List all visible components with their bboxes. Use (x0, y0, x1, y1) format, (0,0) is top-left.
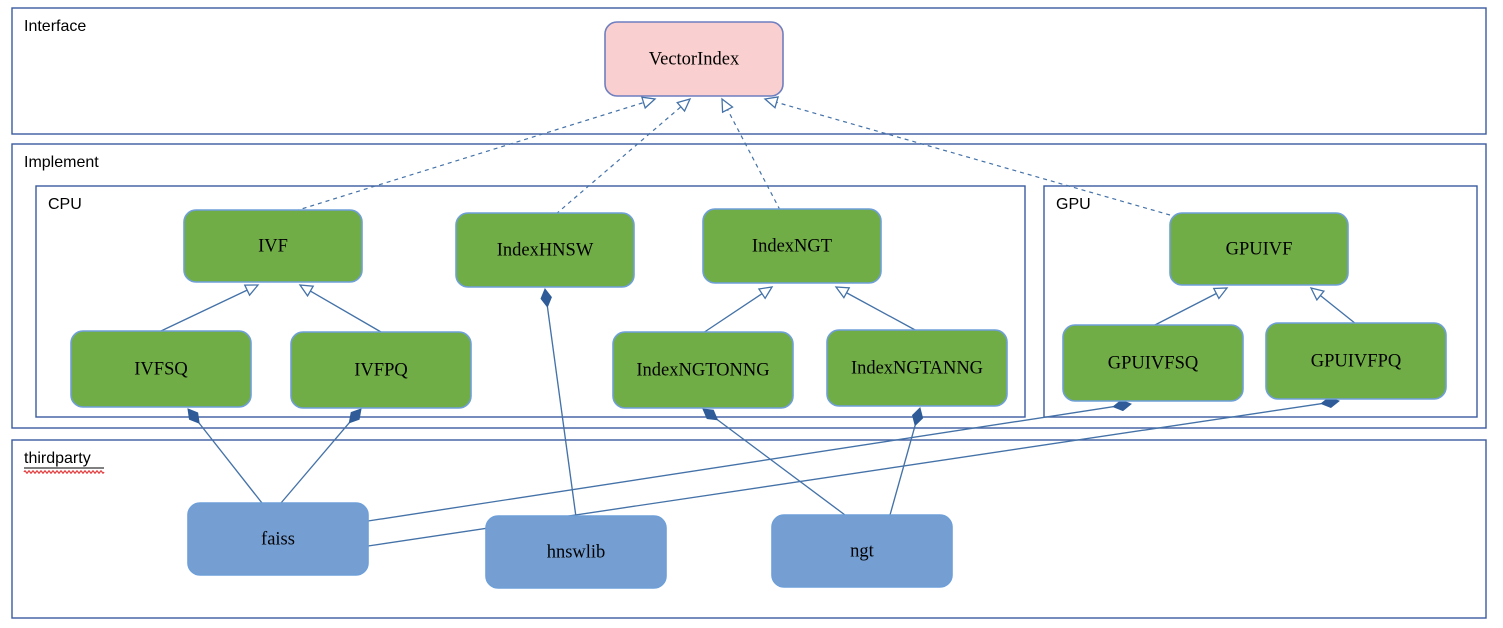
node-label-vectorindex: VectorIndex (649, 49, 740, 69)
edge-indexngtanng-indexngt (834, 286, 918, 332)
edge-line-ngt-indexngtanng (889, 425, 916, 516)
edge-line-gpuivfsq-gpuivf (1152, 292, 1217, 327)
node-label-ivf: IVF (258, 236, 288, 256)
node-label-gpuivfpq: GPUIVFPQ (1311, 351, 1402, 371)
edge-gpuivf-vectorindex (763, 96, 1171, 216)
thirdparty-spellcheck-underline (23, 470, 105, 474)
node-ivfsq[interactable]: IVFSQ (70, 330, 252, 408)
node-box-ivfpq[interactable] (290, 331, 472, 409)
edge-line-indexngtonng-indexngt (702, 293, 763, 334)
frame-label-thirdparty: thirdparty (24, 450, 91, 467)
edge-ivfpq-ivf (298, 284, 382, 333)
node-box-indexngtonng[interactable] (612, 331, 794, 409)
node-indexngt[interactable]: IndexNGT (702, 208, 882, 284)
node-box-ivfsq[interactable] (70, 330, 252, 408)
node-indexngtonng[interactable]: IndexNGTONNG (612, 331, 794, 409)
node-label-ivfsq: IVFSQ (134, 359, 188, 379)
frame-label-gpu: GPU (1056, 196, 1091, 213)
arrowhead-hollow-triangle-ivfpq-ivf (298, 284, 315, 298)
edge-indexhnsw-vectorindex (555, 97, 692, 215)
arrowhead-hollow-triangle-ivf-vectorindex (640, 96, 657, 110)
node-label-indexngtonng: IndexNGTONNG (636, 360, 769, 380)
node-indexngtanng[interactable]: IndexNGTANNG (826, 329, 1008, 407)
arrowhead-filled-diamond-ngt-indexngtanng (912, 407, 924, 427)
arrowhead-hollow-triangle-ivfsq-ivf (243, 284, 260, 297)
node-gpuivfpq[interactable]: GPUIVFPQ (1265, 322, 1447, 400)
edge-line-ivfsq-ivf (160, 289, 248, 332)
edge-line-indexhnsw-vectorindex (555, 106, 682, 215)
edge-line-ngt-indexngtonng (717, 419, 846, 516)
edge-faiss-ivfpq (280, 408, 362, 504)
node-box-faiss[interactable] (187, 502, 369, 576)
edge-line-ivfpq-ivf (310, 290, 382, 333)
node-box-gpuivfsq[interactable] (1062, 324, 1244, 402)
node-gpuivfsq[interactable]: GPUIVFSQ (1062, 324, 1244, 402)
node-label-indexngtanng: IndexNGTANNG (851, 358, 983, 378)
node-hnswlib[interactable]: hnswlib (485, 515, 667, 589)
node-label-ngt: ngt (850, 541, 875, 561)
node-gpuivf[interactable]: GPUIVF (1169, 212, 1349, 286)
node-faiss[interactable]: faiss (187, 502, 369, 576)
edge-ivf-vectorindex (294, 96, 657, 212)
arrowhead-hollow-triangle-indexhnsw-vectorindex (676, 97, 692, 113)
frame-label-cpu: CPU (48, 196, 82, 213)
node-box-indexngtanng[interactable] (826, 329, 1008, 407)
node-box-gpuivfpq[interactable] (1265, 322, 1447, 400)
edge-faiss-ivfsq (187, 408, 263, 504)
edge-line-hnswlib-indexhnsw (546, 306, 577, 518)
node-label-hnswlib: hnswlib (547, 542, 606, 562)
arrowhead-filled-diamond-faiss-ivfpq (348, 408, 362, 424)
frame-label-implement: Implement (24, 154, 99, 171)
arrowhead-hollow-triangle-indexngtonng-indexngt (757, 286, 774, 300)
arrowhead-hollow-triangle-gpuivf-vectorindex (763, 96, 779, 109)
edge-line-gpuivfpq-gpuivf (1319, 294, 1357, 325)
arrowhead-filled-diamond-faiss-ivfsq (187, 408, 200, 424)
arrowhead-filled-diamond-hnswlib-indexhnsw (540, 288, 552, 308)
node-ngt[interactable]: ngt (771, 514, 953, 588)
frame-label-interface: Interface (24, 18, 86, 35)
node-vectorindex[interactable]: VectorIndex (604, 21, 784, 97)
edge-line-faiss-gpuivfsq (367, 406, 1114, 522)
node-box-indexhnsw[interactable] (455, 212, 635, 288)
arrowhead-hollow-triangle-gpuivfsq-gpuivf (1212, 287, 1229, 300)
node-box-indexngt[interactable] (702, 208, 882, 284)
node-ivf[interactable]: IVF (183, 209, 363, 283)
node-box-ivf[interactable] (183, 209, 363, 283)
edge-hnswlib-indexhnsw (540, 288, 577, 518)
arrowhead-hollow-triangle-indexngt-vectorindex (721, 97, 734, 114)
edge-line-faiss-ivfpq (280, 422, 350, 504)
edge-indexngtonng-indexngt (702, 286, 774, 334)
node-box-ngt[interactable] (771, 514, 953, 588)
arrowhead-hollow-triangle-indexngtanng-indexngt (834, 286, 851, 299)
node-label-indexhnsw: IndexHNSW (497, 240, 594, 260)
edge-ivfsq-ivf (160, 284, 260, 332)
node-ivfpq[interactable]: IVFPQ (290, 331, 472, 409)
edge-gpuivfpq-gpuivf (1309, 287, 1357, 325)
node-label-gpuivfsq: GPUIVFSQ (1108, 353, 1199, 373)
edge-gpuivfsq-gpuivf (1152, 287, 1229, 327)
edge-line-indexngtanng-indexngt (846, 292, 918, 332)
edge-line-ivf-vectorindex (294, 101, 644, 212)
node-label-gpuivf: GPUIVF (1226, 239, 1293, 259)
node-box-gpuivf[interactable] (1169, 212, 1349, 286)
edge-indexngt-vectorindex (721, 97, 781, 211)
node-indexhnsw[interactable]: IndexHNSW (455, 212, 635, 288)
edge-line-indexngt-vectorindex (727, 109, 781, 211)
arrowhead-filled-diamond-ngt-indexngtonng (702, 408, 719, 421)
node-label-faiss: faiss (261, 529, 295, 549)
node-label-ivfpq: IVFPQ (354, 360, 408, 380)
edge-line-faiss-ivfsq (198, 422, 263, 504)
node-label-indexngt: IndexNGT (752, 236, 832, 256)
edge-ngt-indexngtonng (702, 408, 846, 516)
node-box-vectorindex[interactable] (604, 21, 784, 97)
edge-ngt-indexngtanng (889, 407, 924, 516)
arrowhead-hollow-triangle-gpuivfpq-gpuivf (1309, 287, 1326, 302)
node-box-hnswlib[interactable] (485, 515, 667, 589)
